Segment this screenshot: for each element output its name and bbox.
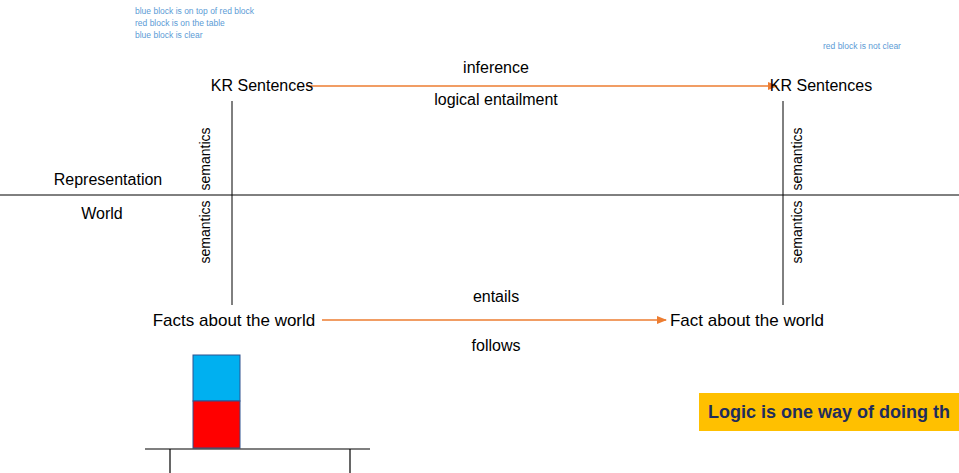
kr-heading: KR Sentences [211,78,313,94]
kr-fact: red block is not clear [823,42,901,51]
arrow-label: logical entailment [434,92,558,108]
semantics-label: semantics [198,125,212,192]
semantics-label: semantics [790,125,804,192]
table-leg [349,449,350,473]
world-fact: Fact about the world [670,312,824,329]
world-fact: Facts about the world [153,312,316,329]
arrow-label: entails [473,289,519,305]
blue-block [193,355,240,401]
entails-arrow [322,319,666,321]
highlight-banner: Logic is one way of doing th [699,393,959,431]
table-leg [169,449,170,473]
kr-fact: blue block is clear [135,31,203,40]
inference-arrow [306,85,777,87]
red-block [193,401,240,448]
level-label: Representation [54,172,163,188]
arrow-label: inference [463,60,529,76]
kr-heading: KR Sentences [770,78,872,94]
kr-fact: red block is on the table [135,19,225,28]
semantics-label: semantics [198,198,212,265]
semantics-line [783,101,784,305]
level-label: World [81,206,123,222]
semantics-line [232,101,233,305]
semantics-label: semantics [790,198,804,265]
banner-text: Logic is one way of doing th [708,403,950,421]
arrow-label: follows [472,338,521,354]
table-top [145,448,370,449]
divider-line [0,195,959,196]
kr-fact: blue block is on top of red block [135,7,254,16]
